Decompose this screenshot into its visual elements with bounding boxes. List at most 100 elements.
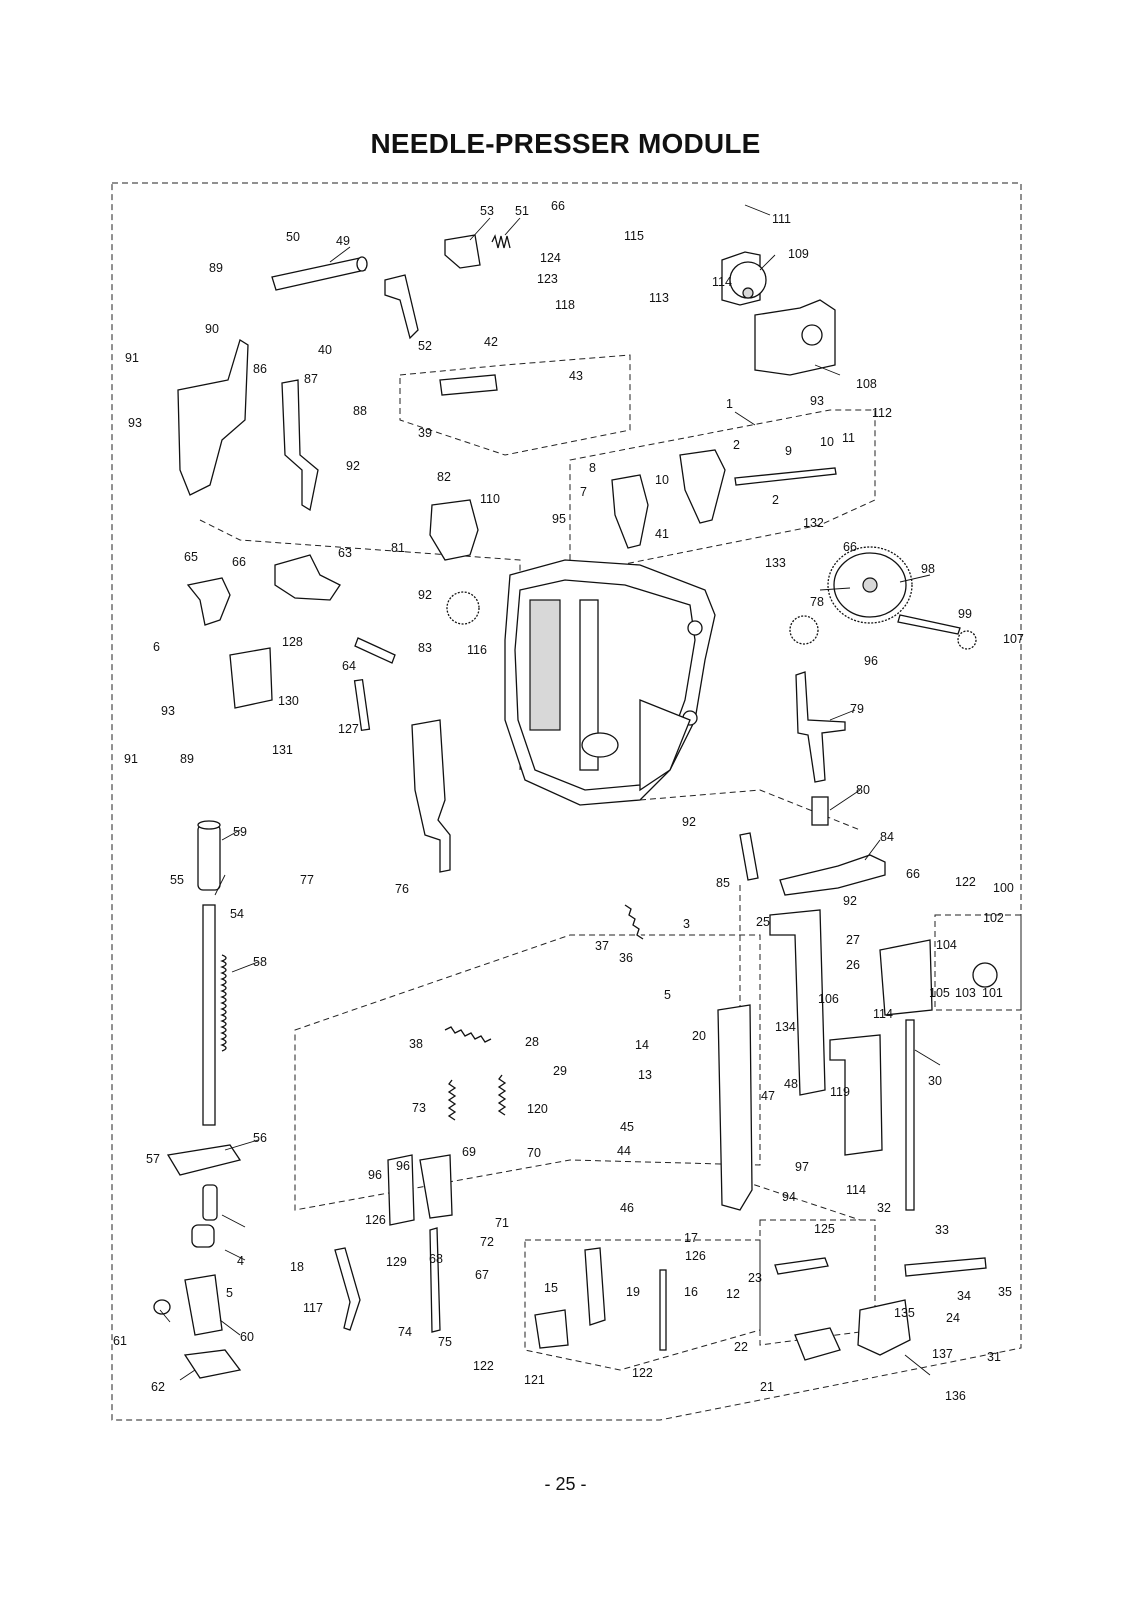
part-number-label: 120 bbox=[527, 1102, 548, 1116]
part-number-label: 44 bbox=[617, 1144, 631, 1158]
part-number-label: 90 bbox=[205, 322, 219, 336]
part-number-label: 112 bbox=[872, 406, 892, 420]
part-number-label: 23 bbox=[748, 1271, 762, 1285]
part-number-label: 65 bbox=[184, 550, 198, 564]
part-number-label: 52 bbox=[418, 339, 432, 353]
spring-38 bbox=[444, 1026, 492, 1043]
part-number-label: 27 bbox=[846, 933, 860, 947]
subassembly-frame-4 bbox=[524, 1239, 761, 1371]
part-number-label: 6 bbox=[153, 640, 160, 654]
needle-guide-20 bbox=[717, 1004, 753, 1211]
part-number-label: 69 bbox=[462, 1145, 476, 1159]
part-number-label: 45 bbox=[620, 1120, 634, 1134]
plate-7 bbox=[611, 474, 649, 549]
part-number-label: 92 bbox=[346, 459, 360, 473]
part-number-label: 5 bbox=[664, 988, 671, 1002]
part-number-label: 89 bbox=[180, 752, 194, 766]
plate-87 bbox=[281, 379, 319, 512]
part-number-label: 126 bbox=[685, 1249, 706, 1263]
part-number-label: 87 bbox=[304, 372, 318, 386]
part-number-label: 1 bbox=[726, 397, 733, 411]
part-number-label: 125 bbox=[814, 1222, 835, 1236]
part-number-label: 39 bbox=[418, 426, 432, 440]
part-number-label: 13 bbox=[638, 1068, 652, 1082]
part-number-label: 81 bbox=[391, 541, 405, 555]
gear-83 bbox=[446, 591, 480, 625]
gear-107 bbox=[957, 630, 977, 650]
part-number-label: 102 bbox=[983, 911, 1004, 925]
part-number-label: 92 bbox=[418, 588, 432, 602]
part-number-label: 32 bbox=[877, 1201, 891, 1215]
part-number-label: 72 bbox=[480, 1235, 494, 1249]
part-number-label: 64 bbox=[342, 659, 356, 673]
part-number-label: 131 bbox=[272, 743, 293, 757]
part-number-label: 134 bbox=[775, 1020, 796, 1034]
part-number-label: 56 bbox=[253, 1131, 267, 1145]
part-number-label: 47 bbox=[761, 1089, 775, 1103]
part-129 bbox=[387, 1154, 415, 1226]
part-number-label: 11 bbox=[842, 431, 855, 445]
part-number-label: 135 bbox=[894, 1306, 915, 1320]
bar-34 bbox=[904, 1257, 987, 1277]
part-number-label: 114 bbox=[712, 275, 732, 289]
subassembly-frame-3 bbox=[294, 934, 761, 1211]
part-number-label: 114 bbox=[846, 1183, 866, 1197]
part-number-label: 97 bbox=[795, 1160, 809, 1174]
part-number-label: 95 bbox=[552, 512, 566, 526]
part-number-label: 78 bbox=[810, 595, 824, 609]
part-80 bbox=[811, 796, 829, 826]
part-number-label: 51 bbox=[515, 204, 529, 218]
part-number-label: 14 bbox=[635, 1038, 649, 1052]
module-boundary bbox=[111, 182, 1022, 1421]
main-frame-casting bbox=[504, 559, 716, 806]
part-number-label: 48 bbox=[784, 1077, 798, 1091]
part-number-label: 136 bbox=[945, 1389, 966, 1403]
part-number-label: 92 bbox=[682, 815, 696, 829]
part-number-label: 68 bbox=[429, 1252, 443, 1266]
part-21 bbox=[794, 1327, 841, 1361]
part-number-label: 41 bbox=[655, 527, 669, 541]
part-number-label: 113 bbox=[649, 291, 669, 305]
page-number: - 25 - bbox=[544, 1474, 587, 1494]
part-23 bbox=[774, 1257, 829, 1275]
part-number-label: 133 bbox=[765, 556, 786, 570]
part-number-label: 66 bbox=[843, 540, 857, 554]
part-number-label: 46 bbox=[620, 1201, 634, 1215]
part-number-label: 119 bbox=[830, 1085, 850, 1099]
part-number-label: 122 bbox=[473, 1359, 494, 1373]
part-39 bbox=[439, 374, 498, 396]
part-number-label: 25 bbox=[756, 915, 770, 929]
part-130 bbox=[229, 647, 273, 709]
part-number-label: 110 bbox=[480, 492, 500, 506]
part-number-label: 74 bbox=[398, 1325, 412, 1339]
part-63 bbox=[274, 554, 341, 601]
part-number-label: 67 bbox=[475, 1268, 489, 1282]
part-53 bbox=[444, 234, 481, 269]
shaft-99 bbox=[897, 614, 961, 635]
subassembly-frame-6 bbox=[934, 914, 1022, 1011]
part-number-label: 107 bbox=[1003, 632, 1024, 646]
part-number-label: 29 bbox=[553, 1064, 567, 1078]
part-number-label: 115 bbox=[624, 229, 644, 243]
part-110 bbox=[429, 499, 479, 561]
part-number-label: 101 bbox=[982, 986, 1003, 1000]
part-number-label: 2 bbox=[733, 438, 740, 452]
part-number-label: 4 bbox=[237, 1254, 244, 1268]
part-number-label: 122 bbox=[632, 1366, 653, 1380]
part-number-label: 8 bbox=[589, 461, 596, 475]
part-number-label: 122 bbox=[955, 875, 976, 889]
part-number-label: 20 bbox=[692, 1029, 706, 1043]
part-number-label: 132 bbox=[803, 516, 824, 530]
part-number-label: 100 bbox=[993, 881, 1014, 895]
part-number-label: 93 bbox=[810, 394, 824, 408]
part-number-label: 17 bbox=[684, 1231, 698, 1245]
part-number-label: 137 bbox=[932, 1347, 953, 1361]
part-number-label: 94 bbox=[782, 1190, 796, 1204]
gear-98 bbox=[827, 546, 913, 624]
part-number-label: 49 bbox=[336, 234, 350, 248]
part-number-label: 82 bbox=[437, 470, 451, 484]
plate-15 bbox=[584, 1247, 606, 1326]
part-number-label: 75 bbox=[438, 1335, 452, 1349]
rod-16 bbox=[659, 1269, 667, 1351]
part-number-label: 12 bbox=[726, 1287, 740, 1301]
